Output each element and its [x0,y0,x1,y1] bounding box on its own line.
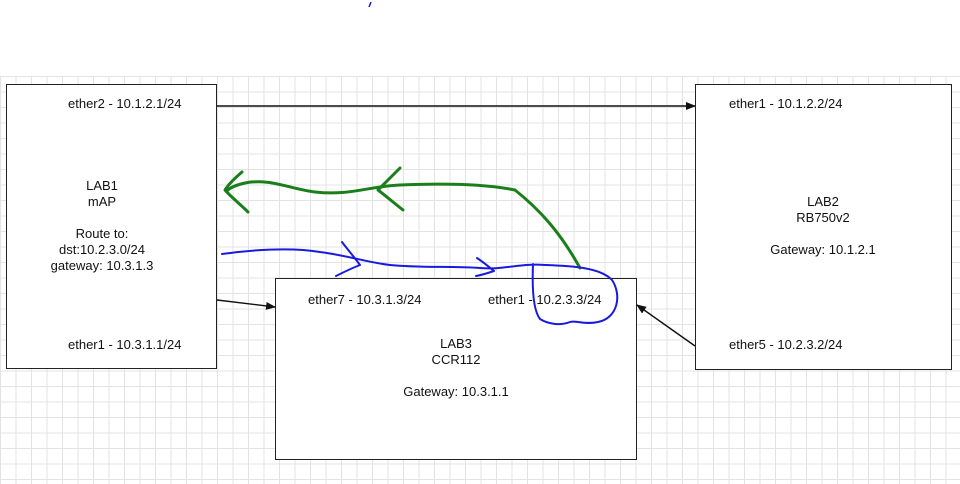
stray-pen-mark [368,1,372,8]
lab3-model: CCR112 [431,352,481,367]
lab2-model: RB750v2 [796,210,850,225]
link-lab2-lab3-arrow[interactable] [636,304,696,347]
lab2-gateway: Gateway: 10.1.2.1 [770,242,876,257]
blue-annotation-path [221,241,619,326]
lab1-name: LAB1 [86,178,118,193]
lab1-model: mAP [87,194,117,209]
lab2-iface-ether1: ether1 - 10.1.2.2/24 [729,96,843,111]
lab3-name: LAB3 [440,336,472,351]
lab1-iface-ether2: ether2 - 10.1.2.1/24 [68,96,182,111]
lab1-route-title: Route to: [75,226,129,241]
lab3-box[interactable] [275,278,637,460]
lab3-iface-ether1: ether1 - 10.2.3.3/24 [488,292,602,307]
green-annotation-path [223,166,582,270]
lab3-gateway: Gateway: 10.3.1.1 [403,384,509,399]
lab2-iface-ether5: ether5 - 10.2.3.2/24 [729,337,843,352]
link-lab1-lab3-arrow[interactable] [216,299,276,310]
lab2-name: LAB2 [807,194,839,209]
lab3-iface-ether7: ether7 - 10.3.1.3/24 [308,292,422,307]
lab1-route-dst: dst:10.2.3.0/24 [58,242,146,257]
lab2-box[interactable] [695,84,952,370]
lab1-box[interactable] [6,84,217,369]
lab1-route-gateway: gateway: 10.3.1.3 [50,258,154,273]
lab1-iface-ether1: ether1 - 10.3.1.1/24 [68,337,182,352]
